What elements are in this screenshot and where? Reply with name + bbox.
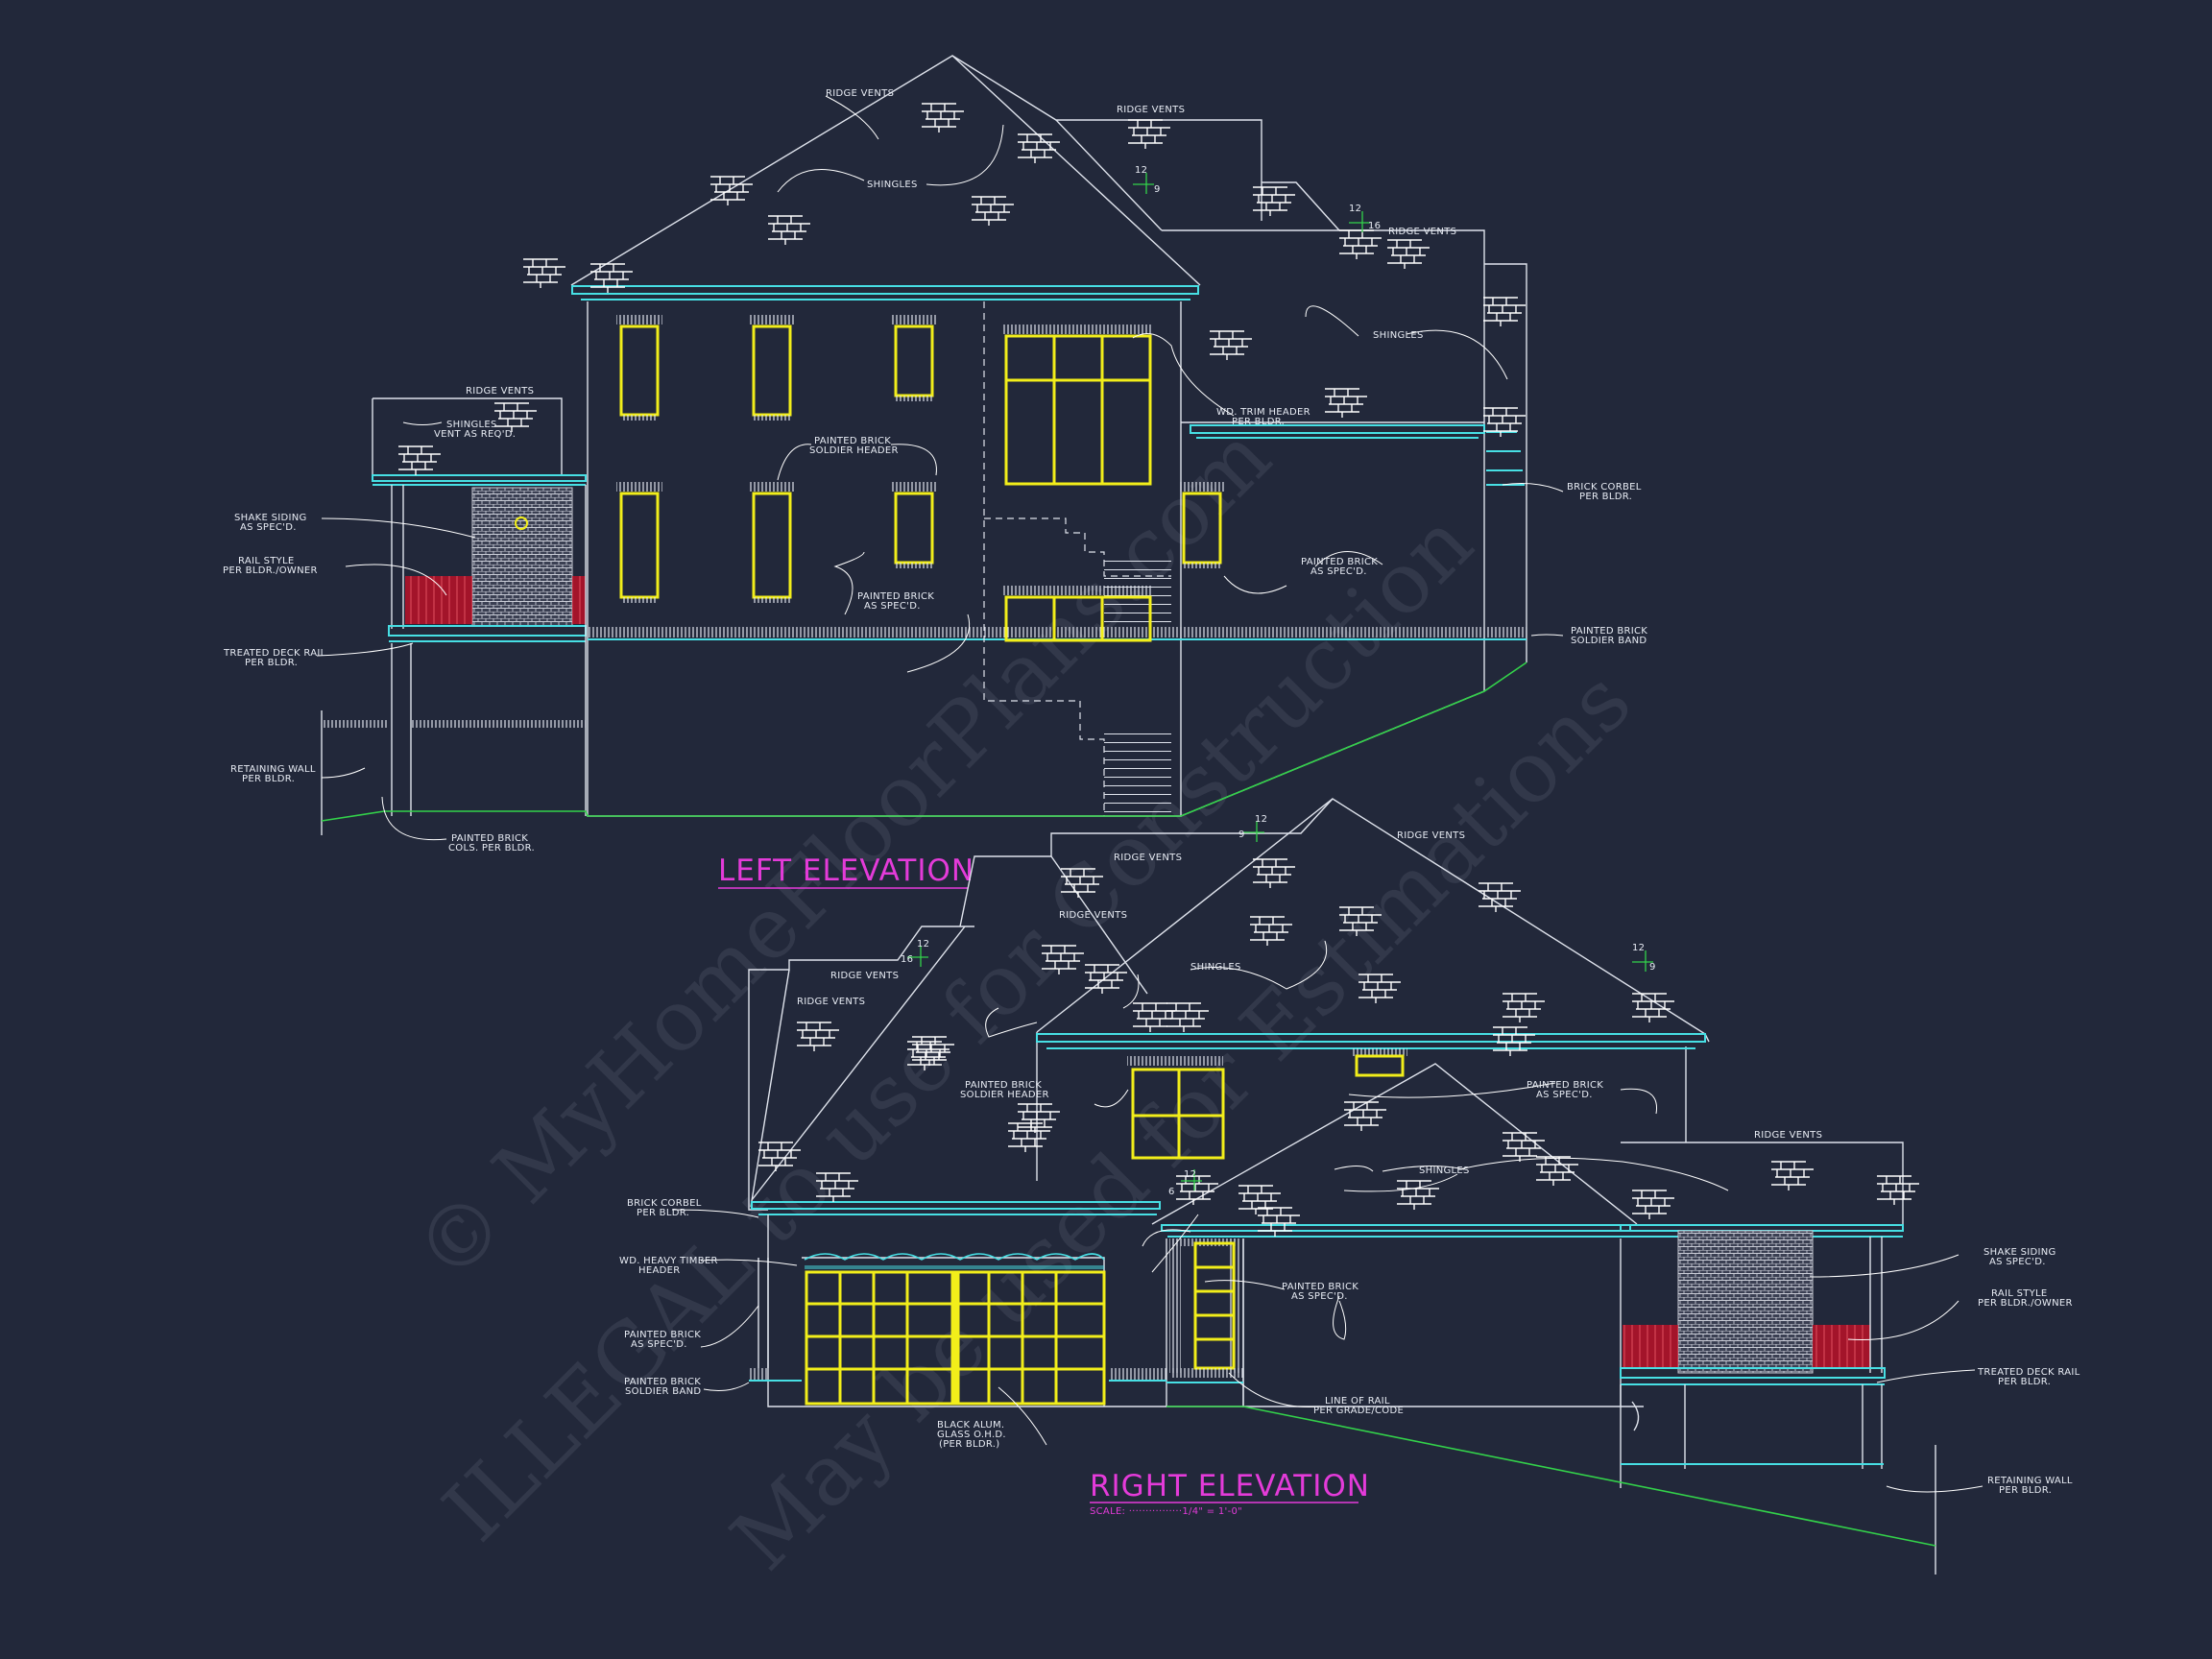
note-soldier-header: SOLDIER HEADER <box>809 445 899 456</box>
note-ridge-vents: RIDGE VENTS <box>466 386 534 397</box>
note-retaining-wall: RETAINING WALL <box>1987 1476 2073 1486</box>
upper-windows <box>616 315 1152 486</box>
note-soldier-band: PAINTED BRICK <box>1571 626 1647 637</box>
note-shingles-vent: VENT AS REQ'D. <box>434 429 516 440</box>
note-line-of-rail: LINE OF RAIL <box>1325 1396 1390 1407</box>
note-painted-brick: AS SPEC'D. <box>631 1339 687 1350</box>
note-shake-siding: AS SPEC'D. <box>240 522 297 533</box>
pitch-run: 12 <box>1632 943 1645 953</box>
note-garage-door: GLASS O.H.D. <box>937 1430 1006 1440</box>
note-painted-brick: AS SPEC'D. <box>864 601 921 612</box>
pitch-run: 12 <box>1184 1169 1196 1180</box>
entry-door <box>1166 1238 1243 1383</box>
left-elevation-notes: RIDGE VENTS RIDGE VENTS RIDGE VENTS RIDG… <box>223 88 1647 854</box>
pitch-run: 12 <box>917 939 929 950</box>
note-ridge-vents: RIDGE VENTS <box>1114 853 1182 863</box>
pitch-rise: 9 <box>1649 962 1656 973</box>
note-soldier-band: SOLDIER BAND <box>1571 636 1647 646</box>
note-shake-siding: SHAKE SIDING <box>1984 1247 2056 1258</box>
right-elevation-title: RIGHT ELEVATION <box>1090 1469 1370 1503</box>
note-brick-corbel: BRICK CORBEL <box>627 1198 702 1209</box>
note-shingles-vent: SHINGLES <box>446 420 497 430</box>
note-ridge-vents: RIDGE VENTS <box>826 88 894 99</box>
note-rail-style: RAIL STYLE <box>1991 1288 2048 1299</box>
upper-eave-fascia <box>1036 1033 1706 1043</box>
pitch-run: 12 <box>1255 814 1267 825</box>
note-ridge-vents: RIDGE VENTS <box>1754 1130 1822 1141</box>
soldier-band-left <box>588 627 1527 637</box>
note-retaining-wall: PER BLDR. <box>1999 1485 2052 1496</box>
left-elevation-title: LEFT ELEVATION <box>718 854 974 888</box>
note-ridge-vents: RIDGE VENTS <box>1397 830 1465 841</box>
pitch-rise: 9 <box>1154 184 1161 195</box>
note-rail-style: RAIL STYLE <box>238 556 295 566</box>
note-line-of-rail: PER GRADE/CODE <box>1313 1406 1404 1416</box>
note-painted-brick: PAINTED BRICK <box>1527 1080 1603 1091</box>
note-shingles: SHINGLES <box>867 180 918 190</box>
note-timber-header: HEADER <box>638 1265 680 1276</box>
note-painted-brick: AS SPEC'D. <box>1536 1090 1593 1100</box>
note-painted-brick: AS SPEC'D. <box>1291 1291 1348 1302</box>
note-garage-door: BLACK ALUM. <box>937 1420 1004 1431</box>
note-garage-door: (PER BLDR.) <box>939 1439 999 1450</box>
note-ridge-vents: RIDGE VENTS <box>1388 227 1456 237</box>
note-deck-rail: PER BLDR. <box>1998 1377 2051 1387</box>
pitch-rise: 16 <box>901 954 913 965</box>
note-painted-brick: PAINTED BRICK <box>857 591 934 602</box>
front-gable-roof <box>1151 1063 1638 1225</box>
note-brick-corbel: PER BLDR. <box>1579 492 1632 502</box>
note-shingles: SHINGLES <box>1373 330 1424 341</box>
note-rail-style: PER BLDR./OWNER <box>1978 1298 2073 1309</box>
note-shingles: SHINGLES <box>1419 1166 1470 1176</box>
pitch-rise: 16 <box>1368 221 1381 231</box>
note-brick-cols: PAINTED BRICK <box>451 833 528 844</box>
note-timber-header: WD. HEAVY TIMBER <box>619 1256 718 1266</box>
note-soldier-header: PAINTED BRICK <box>814 436 891 446</box>
pitch-rise: 9 <box>1238 830 1245 840</box>
roof-brick-hatches-left <box>397 103 1527 476</box>
note-ridge-vents: RIDGE VENTS <box>830 971 899 981</box>
note-soldier-band: PAINTED BRICK <box>624 1377 701 1387</box>
main-eave-fascia <box>571 285 1199 295</box>
note-painted-brick: PAINTED BRICK <box>624 1330 701 1340</box>
right-elevation-notes: RIDGE VENTS RIDGE VENTS RIDGE VENTS RIDG… <box>619 830 2080 1496</box>
note-soldier-header: PAINTED BRICK <box>965 1080 1042 1091</box>
note-ridge-vents: RIDGE VENTS <box>1117 105 1185 115</box>
garage-door <box>802 1253 1106 1407</box>
note-rail-style: PER BLDR./OWNER <box>223 565 318 576</box>
note-trim-header: WD. TRIM HEADER <box>1216 407 1310 418</box>
grade-line-right <box>1166 1406 1936 1547</box>
pitch-run: 12 <box>1349 204 1361 214</box>
note-painted-brick: AS SPEC'D. <box>1310 566 1367 577</box>
note-retaining-wall: PER BLDR. <box>242 774 295 784</box>
note-painted-brick: PAINTED BRICK <box>1282 1282 1358 1292</box>
note-trim-header: PER BLDR. <box>1232 417 1285 427</box>
note-soldier-header: SOLDIER HEADER <box>960 1090 1049 1100</box>
leader-lines-right <box>671 940 1984 1493</box>
leader-lines-left <box>316 95 1564 841</box>
left-elevation: 12 9 12 16 RIDG <box>223 55 1647 889</box>
lower-windows <box>616 482 1225 642</box>
note-brick-cols: COLS. PER BLDR. <box>448 843 535 854</box>
left-porch <box>321 397 587 835</box>
note-ridge-vents: RIDGE VENTS <box>1059 910 1127 921</box>
note-deck-rail: PER BLDR. <box>245 658 298 668</box>
note-painted-brick: PAINTED BRICK <box>1301 557 1378 567</box>
pitch-rise: 6 <box>1168 1187 1175 1197</box>
note-shake-siding: SHAKE SIDING <box>234 513 307 523</box>
scale-note: SCALE: ················1/4" = 1'-0" <box>1090 1506 1242 1517</box>
pitch-run: 12 <box>1135 165 1147 176</box>
note-soldier-band: SOLDIER BAND <box>625 1386 701 1397</box>
note-brick-corbel: PER BLDR. <box>637 1208 689 1218</box>
note-deck-rail: TREATED DECK RAIL <box>223 648 326 659</box>
note-shingles: SHINGLES <box>1190 962 1241 973</box>
note-deck-rail: TREATED DECK RAIL <box>1977 1367 2080 1378</box>
note-retaining-wall: RETAINING WALL <box>230 764 316 775</box>
right-elevation: 12 9 12 16 12 9 12 6 <box>619 798 2080 1575</box>
note-shake-siding: AS SPEC'D. <box>1989 1257 2046 1267</box>
note-ridge-vents: RIDGE VENTS <box>797 997 865 1007</box>
note-brick-corbel: BRICK CORBEL <box>1567 482 1642 493</box>
